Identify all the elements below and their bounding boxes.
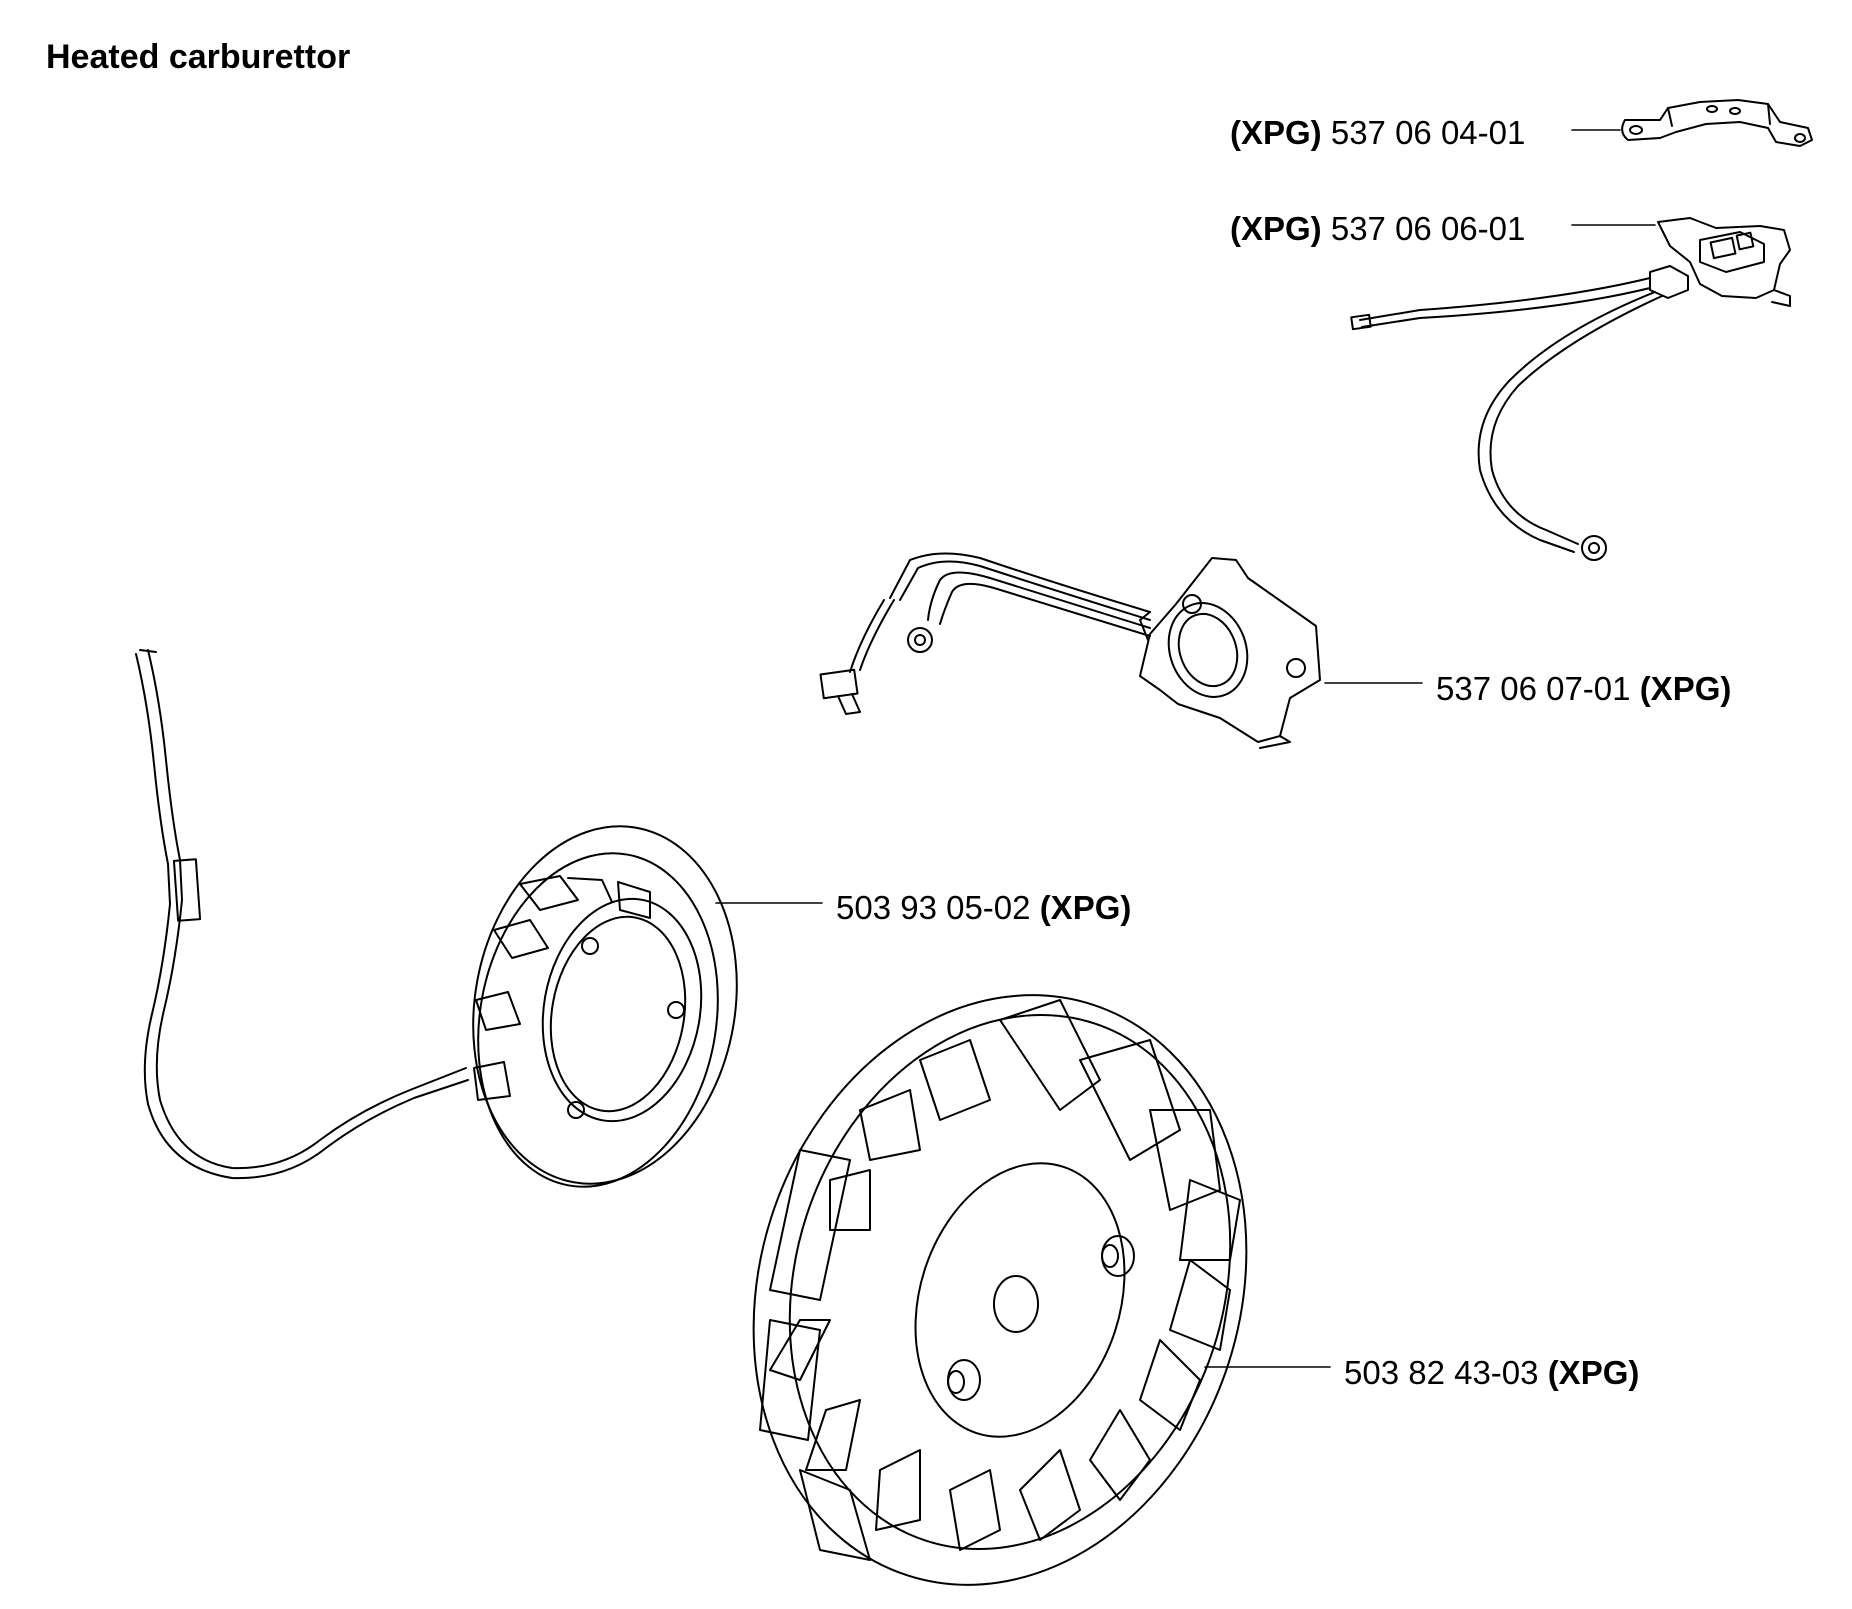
part-number: 537 06 06-01 bbox=[1330, 210, 1526, 247]
page-title: Heated carburettor bbox=[46, 38, 351, 76]
thermostat-switch-drawing bbox=[1351, 218, 1790, 560]
callout-heating-element-gasket: 537 06 07-01 (XPG) bbox=[1436, 672, 1731, 705]
callout-generator-coil: 503 93 05-02 (XPG) bbox=[836, 891, 1131, 924]
callout-code: (XPG) bbox=[1230, 210, 1322, 247]
part-number: 537 06 07-01 bbox=[1436, 670, 1631, 707]
callout-flywheel: 503 82 43-03 (XPG) bbox=[1344, 1356, 1639, 1389]
part-number: 503 93 05-02 bbox=[836, 889, 1031, 926]
heating-element-gasket-drawing bbox=[820, 553, 1320, 748]
callout-code: (XPG) bbox=[1639, 670, 1732, 707]
part-number: 537 06 04-01 bbox=[1330, 114, 1526, 151]
callout-thermostat-clip: (XPG) 537 06 04-01 bbox=[1230, 116, 1525, 149]
callout-code: (XPG) bbox=[1039, 889, 1132, 926]
leader-lines bbox=[715, 129, 1656, 1368]
thermostat-clip-drawing bbox=[1622, 100, 1812, 146]
callout-thermostat-switch: (XPG) 537 06 06-01 bbox=[1230, 212, 1525, 245]
generator-coil-drawing bbox=[136, 650, 764, 1206]
flywheel-drawing bbox=[679, 931, 1321, 1609]
callout-code: (XPG) bbox=[1230, 114, 1322, 151]
part-number: 503 82 43-03 bbox=[1344, 1354, 1539, 1391]
callout-code: (XPG) bbox=[1547, 1354, 1640, 1391]
